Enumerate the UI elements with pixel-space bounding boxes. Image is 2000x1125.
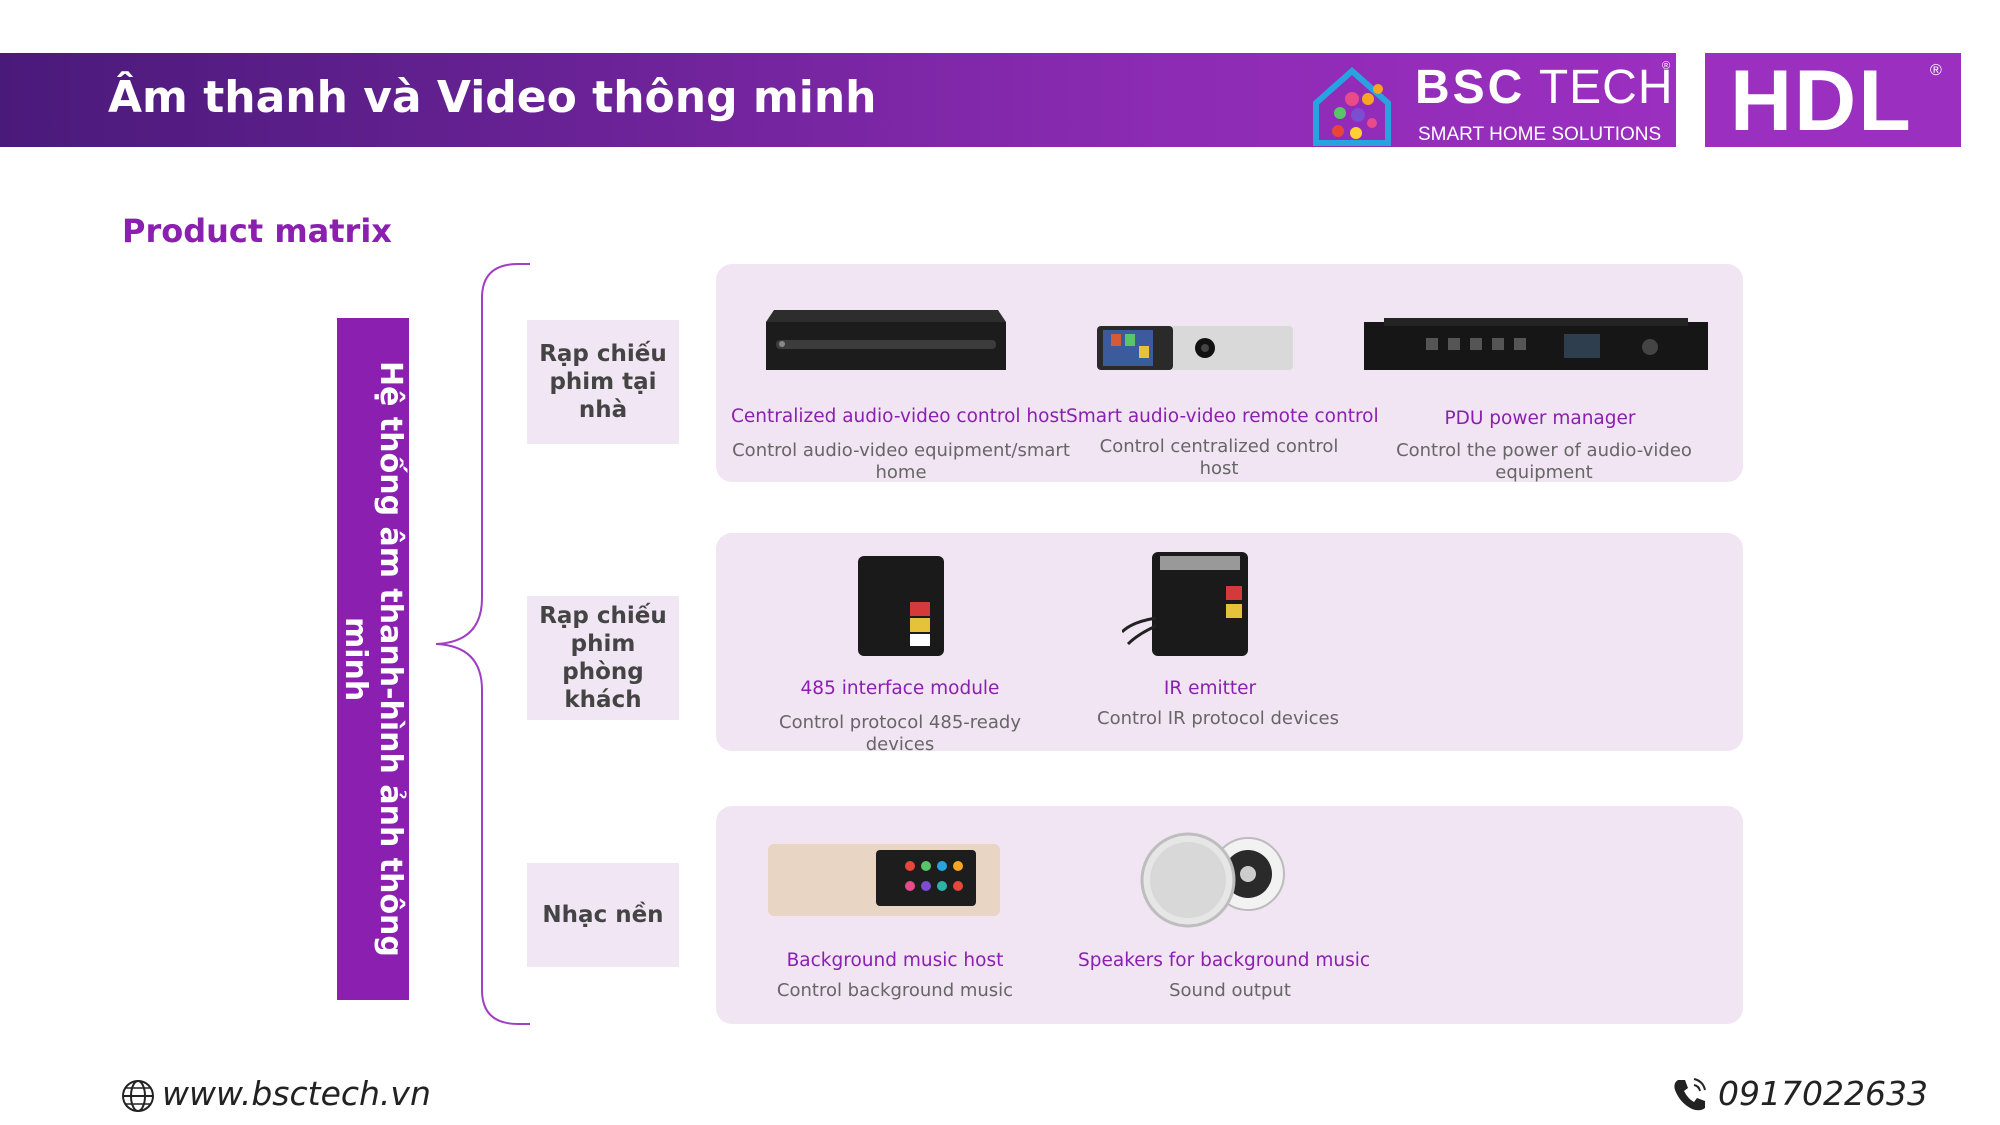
category-living-room: Rạp chiếu phim phòng khách bbox=[527, 596, 679, 720]
item-title: IR emitter bbox=[1163, 678, 1257, 699]
vertical-label-box bbox=[337, 318, 409, 1000]
bsc-logo-text: BSC TECH bbox=[1415, 61, 1674, 114]
category-label: Rạp chiếu phim tại nhà bbox=[539, 341, 667, 423]
category-home-theater: Rạp chiếu phim tại nhà bbox=[527, 320, 679, 444]
category-label: Rạp chiếu phim phòng khách bbox=[539, 603, 667, 713]
item-desc: Control protocol 485-ready devices bbox=[779, 712, 1021, 755]
item-desc: Sound output bbox=[1169, 980, 1291, 1001]
vertical-label: Hệ thống âm thanh-hình ảnh thông minh bbox=[338, 361, 408, 957]
bsc-logo-tagline: SMART HOME SOLUTIONS bbox=[1418, 124, 1662, 145]
item-title: Smart audio-video remote control bbox=[1066, 406, 1379, 427]
group-brace bbox=[435, 263, 530, 1025]
remote-control-icon bbox=[1097, 326, 1293, 370]
item-desc: Control IR protocol devices bbox=[1097, 708, 1339, 729]
phone-icon bbox=[1674, 1078, 1706, 1111]
section-title: Product matrix bbox=[122, 212, 392, 250]
av-control-host-icon bbox=[766, 310, 1006, 370]
hdl-registered-mark: ® bbox=[1930, 62, 1942, 79]
item-title: 485 interface module bbox=[800, 678, 1000, 699]
hdl-logo-text: HDL bbox=[1730, 53, 1913, 149]
interface-module-icon bbox=[858, 556, 944, 656]
item-desc: Control the power of audio-video equipme… bbox=[1396, 440, 1692, 483]
item-title: Speakers for background music bbox=[1078, 950, 1371, 971]
globe-icon bbox=[122, 1080, 154, 1112]
ceiling-speaker-icon bbox=[1140, 832, 1285, 928]
category-label: Nhạc nền bbox=[542, 902, 664, 928]
website-link[interactable]: www.bsctech.vn bbox=[162, 1074, 431, 1113]
category-background-music: Nhạc nền bbox=[527, 863, 679, 967]
hdl-logo-box bbox=[1705, 53, 1961, 147]
pdu-rack-icon bbox=[1364, 318, 1708, 370]
item-desc: Control background music bbox=[776, 980, 1014, 1001]
bsc-tech-logo bbox=[1313, 66, 1391, 146]
item-desc: Control centralized control host bbox=[1099, 436, 1339, 479]
header-bar bbox=[0, 53, 1676, 147]
item-title: Background music host bbox=[786, 950, 1004, 971]
page-title: Âm thanh và Video thông minh bbox=[108, 72, 877, 123]
item-desc: Control audio-video equipment/smart home bbox=[732, 440, 1070, 483]
panel-home-theater bbox=[716, 264, 1743, 482]
music-host-icon bbox=[768, 844, 1000, 916]
bsc-registered-mark: ® bbox=[1662, 60, 1671, 72]
item-title: Centralized audio-video control host bbox=[731, 406, 1067, 427]
ir-emitter-icon bbox=[1122, 552, 1248, 656]
item-title: PDU power manager bbox=[1444, 408, 1636, 429]
phone-number[interactable]: 0917022633 bbox=[1718, 1074, 1928, 1113]
